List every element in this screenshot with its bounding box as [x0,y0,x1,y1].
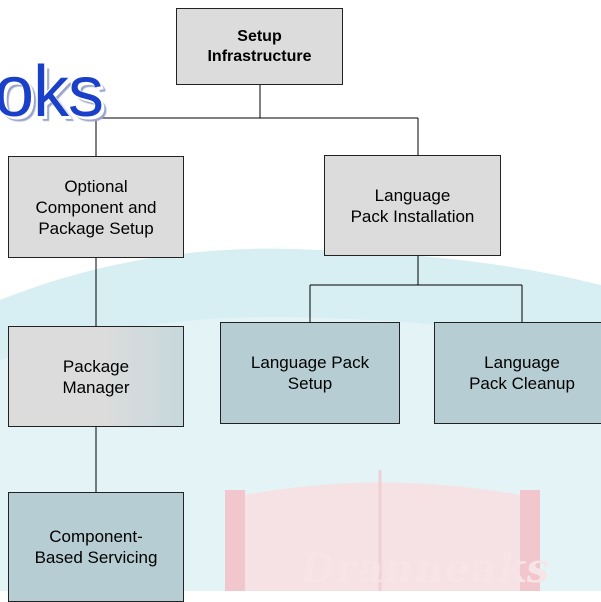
node-setup-infrastructure: Setup Infrastructure [176,8,343,85]
node-language-pack-cleanup: Language Pack Cleanup [434,322,601,424]
node-language-pack-setup: Language Pack Setup [220,322,400,424]
node-package-manager: Package Manager [8,326,184,427]
connectors [95,84,523,492]
node-optional-component-package-setup: Optional Component and Package Setup [8,156,184,258]
watermark-text: Dranneaks [296,545,554,592]
overlay-title-fragment: oks [0,52,104,132]
node-language-pack-installation: Language Pack Installation [324,155,501,256]
node-component-based-servicing: Component- Based Servicing [8,492,184,602]
